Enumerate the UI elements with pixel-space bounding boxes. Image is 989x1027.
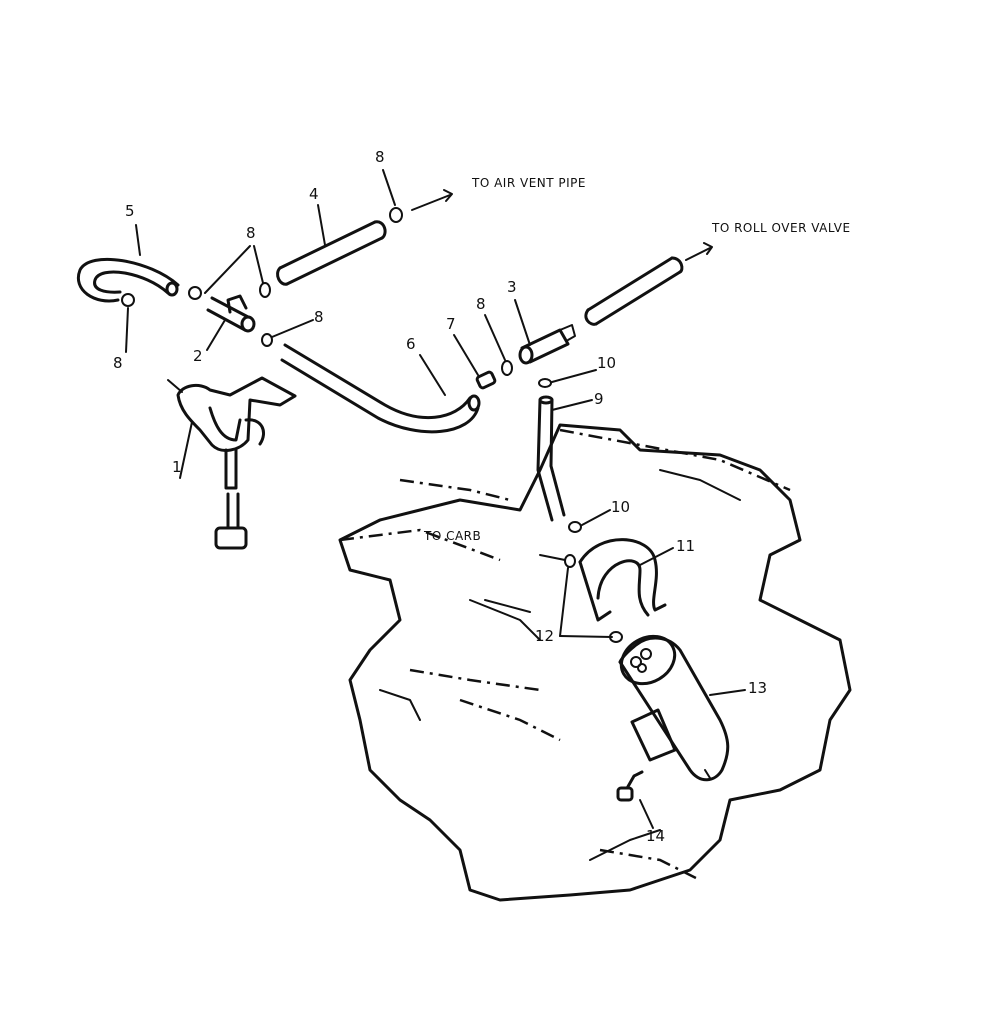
hose-11 <box>578 538 667 622</box>
callout-8-center: 8 <box>476 295 486 313</box>
canister-13 <box>618 634 730 782</box>
callout-7: 7 <box>446 315 456 333</box>
callout-6: 6 <box>406 335 416 353</box>
callout-4: 4 <box>309 185 319 203</box>
callout-8-upper-pair: 8 <box>246 224 256 242</box>
leader-lines <box>125 169 746 829</box>
t-connector-2 <box>206 294 256 333</box>
callout-2: 2 <box>193 347 203 365</box>
callout-1: 1 <box>172 458 182 476</box>
callout-8-left: 8 <box>113 354 123 372</box>
hose-4 <box>276 220 387 286</box>
note-to-carb: TO CARB <box>424 529 482 543</box>
hose-9 <box>536 395 566 522</box>
callout-14: 14 <box>646 827 666 845</box>
hose-6 <box>280 343 481 434</box>
bolt-14 <box>616 770 644 802</box>
hose-clamps <box>121 207 623 643</box>
callout-13: 13 <box>748 679 768 697</box>
callout-12: 12 <box>535 627 555 645</box>
callout-3: 3 <box>507 278 517 296</box>
callout-5: 5 <box>125 202 135 220</box>
callout-11: 11 <box>676 537 696 555</box>
hose-roll-over <box>584 256 684 326</box>
engine-block <box>338 423 852 902</box>
arrows <box>411 189 713 261</box>
valve-3 <box>518 324 576 365</box>
callout-10-top: 10 <box>597 354 617 372</box>
callout-8-top: 8 <box>375 148 385 166</box>
hose-5 <box>76 257 180 303</box>
callout-8-right: 8 <box>314 308 324 326</box>
fitting-7 <box>475 370 497 390</box>
callout-9: 9 <box>594 390 604 408</box>
note-air-vent-pipe: TO AIR VENT PIPE <box>472 176 586 190</box>
valve-assembly-1 <box>167 376 297 550</box>
note-roll-over-valve: TO ROLL OVER VALVE <box>712 221 851 235</box>
callout-10-bottom: 10 <box>611 498 631 516</box>
